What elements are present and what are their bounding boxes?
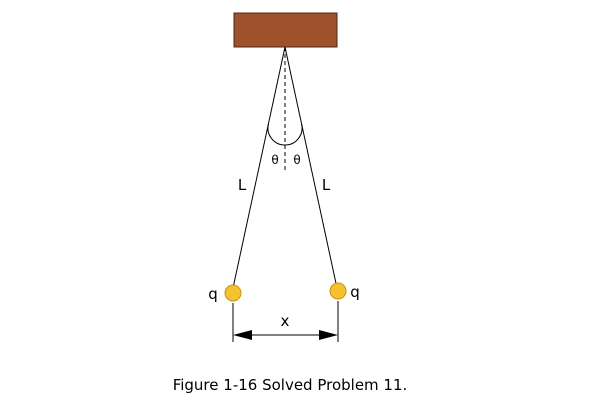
angle-label-right: θ xyxy=(293,153,300,167)
length-label-right: L xyxy=(322,176,331,194)
ceiling-support xyxy=(233,12,338,48)
angle-label-left: θ xyxy=(271,153,278,167)
charge-right xyxy=(329,282,347,300)
separation-arrowhead-right xyxy=(319,330,338,340)
separation-label: x xyxy=(281,312,290,330)
figure-caption: Figure 1-16 Solved Problem 11. xyxy=(173,376,408,394)
angle-arc-right xyxy=(284,123,303,146)
length-label-left: L xyxy=(238,176,247,194)
charge-left xyxy=(224,284,242,302)
angle-arc-left xyxy=(267,123,286,146)
right-string xyxy=(284,46,338,289)
charge-label-right: q xyxy=(350,283,360,301)
left-string xyxy=(232,46,286,289)
charge-label-left: q xyxy=(208,285,218,303)
separation-arrowhead-left xyxy=(233,330,252,340)
